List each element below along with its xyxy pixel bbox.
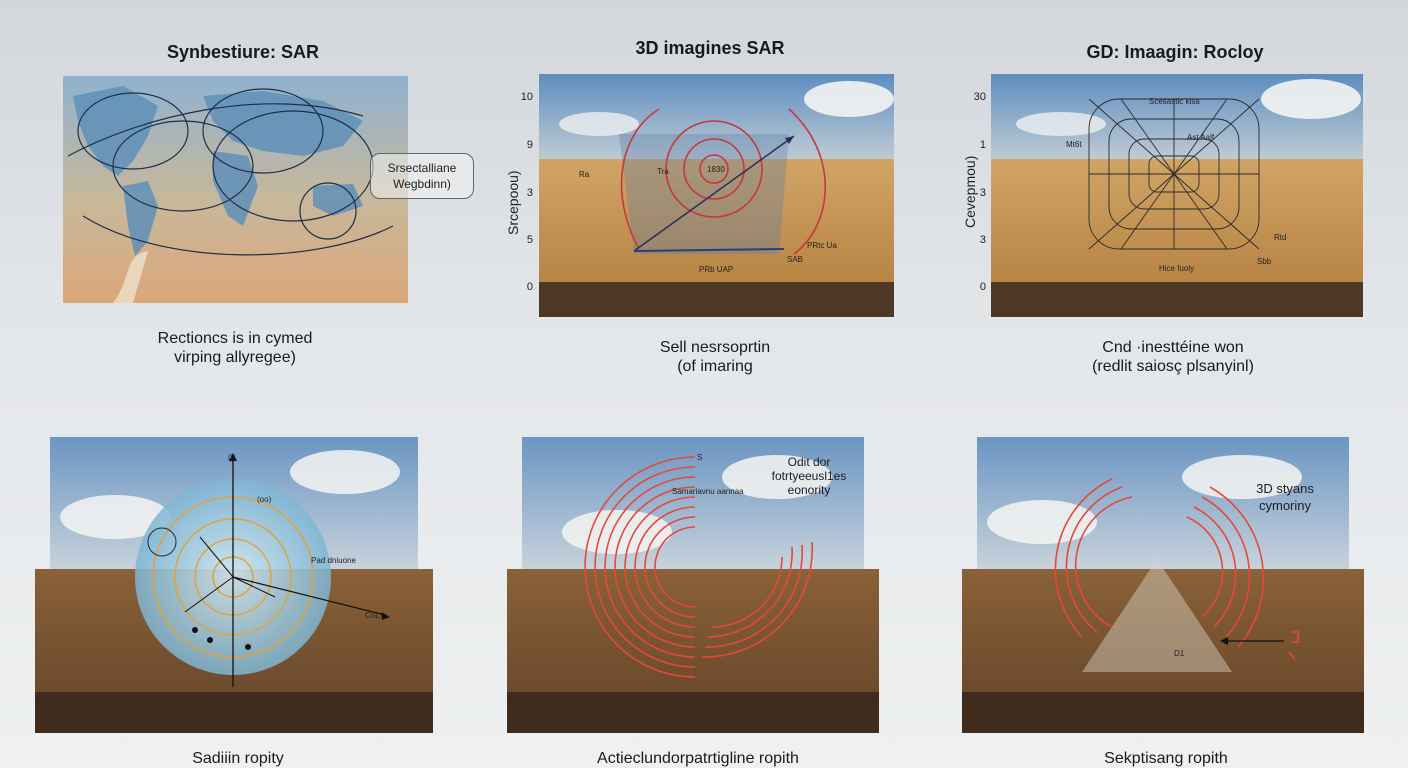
panel2-caption-line2: (of imaring: [677, 358, 753, 375]
panel2-ytick-4: 0: [526, 281, 533, 293]
panel2-mark-1830: 1830: [707, 165, 725, 174]
panel5-mark-samariavnu: Samariavnu aannaa: [672, 487, 744, 496]
panel2-caption: Sell nesrsoprtin (of imaring: [545, 338, 885, 376]
panel2-ylabel: Srcepoou): [505, 170, 521, 235]
radar-wave-pattern-illustration: S Samariavnu aannaa: [507, 437, 879, 733]
sar-symmetry-illustration: D1: [962, 437, 1364, 733]
panel4-mark-col: CoL: [365, 611, 380, 620]
panel5-caption: Actieclundorpatrtigline ropith: [597, 750, 799, 767]
panel1-callout-line1: Srsectalliane: [387, 161, 457, 175]
panel2-mark-prb: PRb UAP: [699, 265, 733, 274]
panel5-annotation-line2: fotrtyeeusl1es: [771, 469, 847, 483]
panel4-mark-pad: Pad dniuone: [311, 556, 356, 565]
panel6-annotation-line2: cymoriny: [1258, 498, 1311, 513]
panel3-scene: Scesastic kisa Mt6t Ast Aalf Hice fuoly …: [991, 74, 1363, 317]
globe-orbit-illustration: (t) (oo) Pad dniuone CoL: [35, 437, 433, 733]
rotating-imaging-grid-illustration: Scesastic kisa Mt6t Ast Aalf Hice fuoly …: [991, 74, 1363, 317]
panel1-callout: Srsectalliane Wegbdinn): [370, 153, 474, 199]
panel4-mark-t: (t): [228, 453, 236, 462]
panel6-scene: D1: [962, 437, 1364, 733]
panel2-mark-sab: SAB: [787, 255, 803, 264]
panel5-mark-s: S: [697, 453, 702, 462]
panel3-mark-ast: Ast Aalf: [1187, 133, 1215, 142]
panel5-annotation-line3: eonority: [787, 483, 831, 497]
panel3-mark-rtd: Rtd: [1274, 233, 1286, 242]
panel1-caption-line2: virping allyregee): [174, 349, 296, 366]
panel1-caption: Rectioncs is in cymed virping allyregee): [65, 329, 405, 367]
panel1-map: [63, 76, 408, 303]
panel2-caption-line1: Sell nesrsoprtin: [659, 339, 771, 356]
panel3-caption-line1: Cnd ·inesttéine won: [1102, 339, 1244, 356]
panel1-title: Synbestiure: SAR: [166, 42, 320, 62]
panel1-caption-line1: Rectioncs is in cymed: [157, 330, 313, 347]
panel2-ytick-0: 10: [520, 91, 533, 103]
panel3-ytick-4: 0: [979, 281, 986, 293]
panel4-caption: Sadiiin ropity: [192, 750, 284, 767]
panel3-mark-hice: Hice fuoly: [1159, 264, 1194, 273]
panel2-scene: Ra Tra 1830 PRtc Ua PRb UAP SAB: [539, 74, 894, 317]
panel5-scene: S Samariavnu aannaa: [507, 437, 879, 733]
panel6-annotation: 3D styans cymoriny: [1230, 480, 1340, 514]
panel3-title: GD: Imaagin: Rocloy: [1086, 42, 1264, 62]
panel6-mark-d1: D1: [1174, 649, 1185, 658]
sar-3d-imaging-illustration: Ra Tra 1830 PRtc Ua PRb UAP SAB: [539, 74, 894, 317]
panel2-mark-prtc: PRtc Ua: [807, 241, 837, 250]
panel2-mark-ra: Ra: [579, 170, 590, 179]
panel2-ytick-1: 9: [526, 139, 533, 151]
panel6-annotation-line1: 3D styans: [1256, 481, 1314, 496]
panel3-mark-sbb: Sbb: [1257, 257, 1272, 266]
panel3-ytick-1: 1: [979, 139, 986, 151]
panel5-annotation: Odit dor fotrtyeeusl1es eonority: [744, 455, 874, 497]
panel6-caption: Sekptisang ropith: [1104, 750, 1228, 767]
panel5-annotation-line1: Odit dor: [787, 455, 831, 469]
world-map-illustration: [63, 76, 408, 303]
panel3-ytick-2: 3: [979, 187, 986, 199]
panel4-mark-oo: (oo): [257, 495, 272, 504]
panel3-ytick-0: 30: [973, 91, 986, 103]
panel3-caption-line2: (redlit saiosç plsanyinl): [1092, 358, 1254, 375]
panel2-ytick-2: 3: [526, 187, 533, 199]
panel2-ytick-3: 5: [526, 234, 533, 246]
panel3-ytick-3: 3: [979, 234, 986, 246]
panel3-caption: Cnd ·inesttéine won (redlit saiosç plsan…: [1003, 338, 1343, 376]
panel3-mark-mt6t: Mt6t: [1066, 140, 1082, 149]
panel2-title: 3D imagines SAR: [635, 38, 785, 58]
panel3-mark-scesastic: Scesastic kisa: [1149, 97, 1200, 106]
panel2-mark-tra: Tra: [657, 167, 669, 176]
panel1-callout-line2: Wegbdinn): [393, 177, 451, 191]
panel4-scene: (t) (oo) Pad dniuone CoL: [35, 437, 433, 733]
